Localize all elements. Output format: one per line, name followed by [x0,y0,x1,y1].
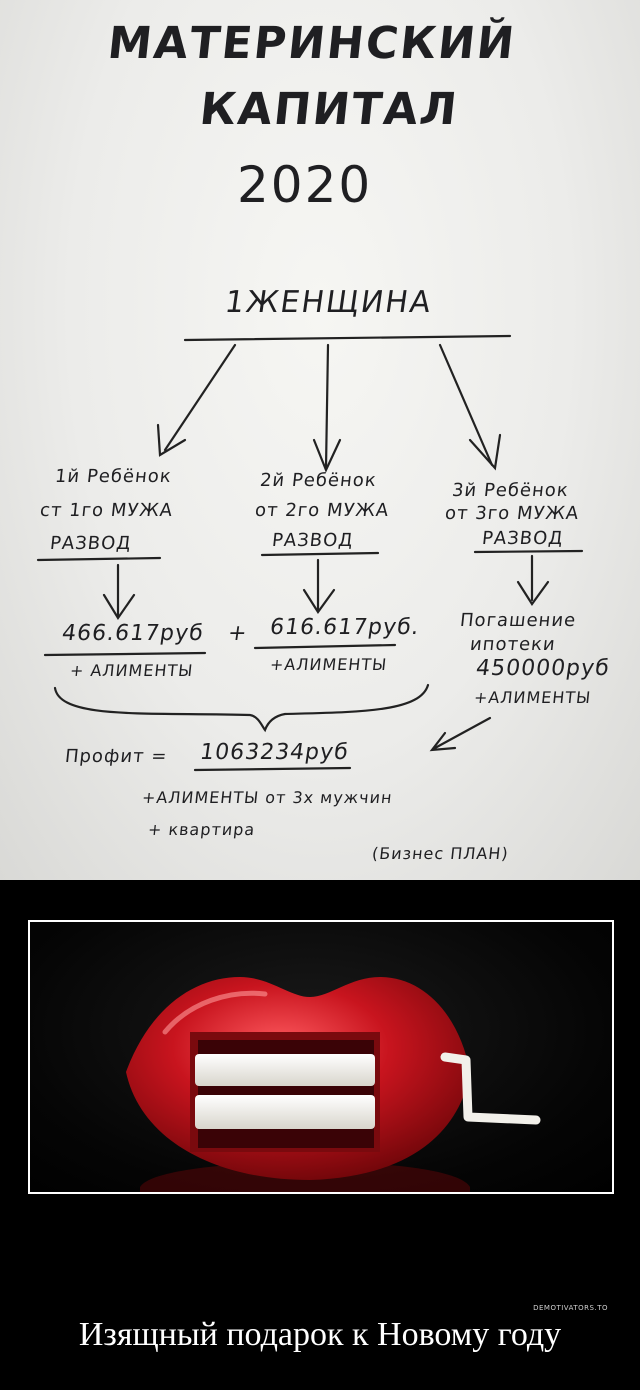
branch-2-line-2: от 2го МУЖА [253,500,391,521]
branch-3-line-1: 3й Ребёнок [450,480,570,501]
branch-1-line-2: ст 1го МУЖА [38,500,175,521]
branch-1-line-3: РАЗВОД [48,533,133,554]
root-node-label: 1ЖЕНЩИНА [222,285,435,320]
branch-3-payment-line-2: ипотеки [468,634,557,655]
paper-drawing-lines [36,334,584,772]
plus-sign: + [226,621,250,646]
title-year: 2020 [237,156,373,214]
branch-1-line-1: 1й Ребёнок [53,466,173,487]
demotivator-caption: Изящный подарок к Новому году [78,1316,562,1353]
branch-2-line-1: 2й Ребёнок [258,470,378,491]
profit-extra-2: + квартира [147,820,257,839]
branch-1-amount: 466.617руб [60,621,206,646]
branch-2-extra: +АЛИМЕНТЫ [269,655,389,674]
branch-2-line-3: РАЗВОД [270,530,355,551]
profit-label: Профит = [63,746,169,767]
handwritten-paper-photo: МАТЕРИНСКИЙ КАПИТАЛ 2020 1ЖЕНЩИНА 1й Реб… [0,0,640,880]
branch-3-amount: 450000руб [474,656,612,681]
branch-2-amount: 616.617руб. [268,615,422,640]
branch-3-payment-line-1: Погашение [458,610,578,631]
demotivator-poster: DEMOTIVATORS.TO Изящный подарок к Новому… [0,880,640,1390]
profit-value: 1063234руб [198,740,351,765]
profit-extra-1: +АЛИМЕНТЫ от 3х мужчин [141,788,394,807]
business-plan-note: (Бизнес ПЛАН) [371,844,510,863]
branch-1-extra: + АЛИМЕНТЫ [69,661,195,680]
demotivator-photo-frame [28,920,614,1194]
title-line-2: КАПИТАЛ [197,84,462,135]
branch-3-line-3: РАЗВОД [480,528,565,549]
lips-sponge-holder-illustration [126,977,541,1192]
watermark: DEMOTIVATORS.TO [533,1304,608,1312]
branch-3-extra: +АЛИМЕНТЫ [473,688,593,707]
branch-3-line-2: от 3го МУЖА [443,503,581,524]
title-line-1: МАТЕРИНСКИЙ [105,18,519,69]
